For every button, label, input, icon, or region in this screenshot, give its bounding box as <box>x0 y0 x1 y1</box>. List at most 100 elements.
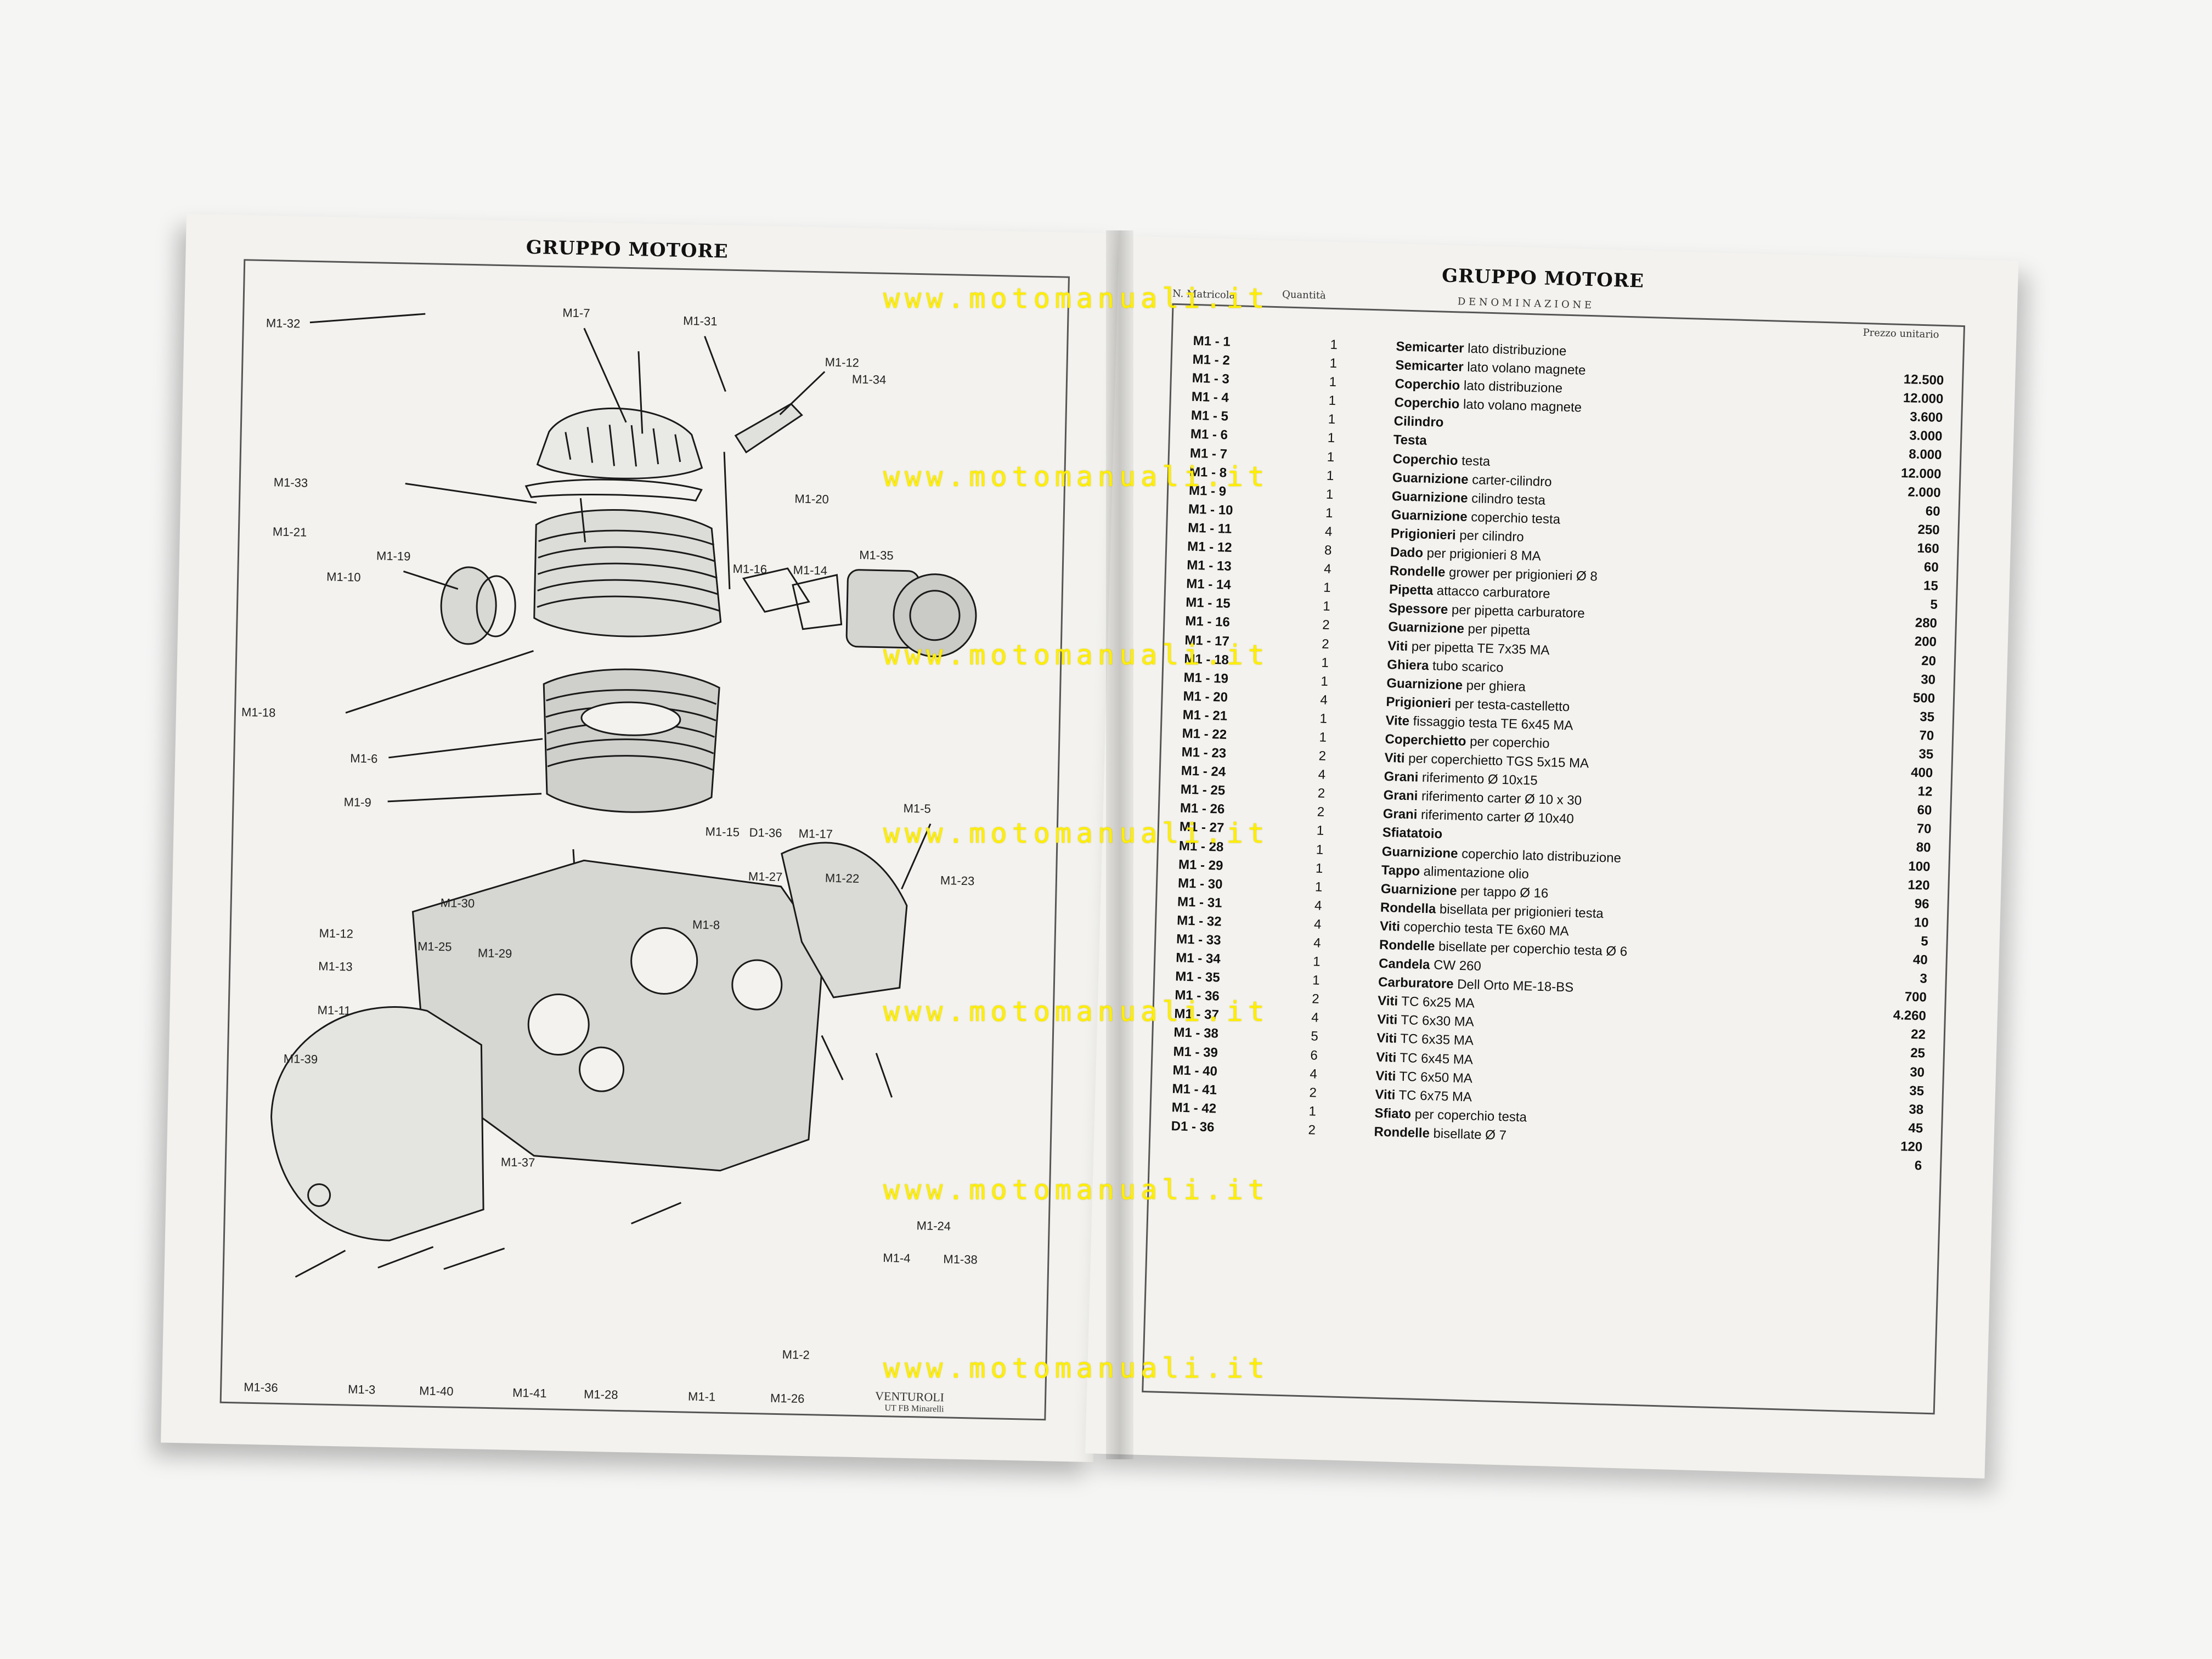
part-detail: per prigionieri 8 MA <box>1423 545 1542 564</box>
head-cover-drawing <box>536 408 703 479</box>
watermark: www.motomanuali.it <box>883 1352 1269 1384</box>
book-spine-shadow <box>1106 230 1133 1459</box>
part-code: M1 - 21 <box>1182 707 1228 724</box>
engine-exploded-diagram: M1-32M1-7M1-31M1-12M1-34M1-33M1-21M1-20M… <box>241 306 978 1406</box>
part-name: Grani <box>1383 806 1418 822</box>
part-detail: alimentazione olio <box>1419 864 1530 882</box>
part-code: M1 - 30 <box>1177 876 1223 892</box>
part-price: 3 <box>1920 971 1928 986</box>
part-name: Sfiatatoio <box>1382 825 1443 842</box>
callout-label: M1-26 <box>770 1391 805 1406</box>
part-name: Guarnizione <box>1386 675 1463 693</box>
part-quantity: 1 <box>1314 879 1323 895</box>
part-code: M1 - 15 <box>1186 595 1231 612</box>
callout-label: M1-24 <box>916 1218 951 1233</box>
part-detail: Dell Orto ME-18-BS <box>1453 977 1574 995</box>
part-code: M1 - 4 <box>1191 390 1229 405</box>
part-detail: carter-cilindro <box>1468 472 1552 489</box>
part-price: 40 <box>1912 952 1928 968</box>
callout-label: M1-31 <box>683 314 718 328</box>
part-price: 60 <box>1923 560 1939 575</box>
part-detail: coperchio lato distribuzione <box>1458 846 1622 866</box>
part-name: Viti <box>1387 638 1408 654</box>
part-code: M1 - 16 <box>1185 614 1231 630</box>
part-price: 3.600 <box>1909 409 1943 426</box>
part-code: M1 - 29 <box>1178 857 1223 873</box>
part-quantity: 2 <box>1317 804 1325 820</box>
part-code: M1 - 26 <box>1180 800 1225 817</box>
part-price: 120 <box>1908 877 1930 893</box>
part-price: 80 <box>1916 840 1931 856</box>
part-detail: TC 6x25 MA <box>1397 994 1475 1011</box>
part-detail: tubo scarico <box>1429 658 1504 675</box>
callout-label: M1-20 <box>794 492 829 506</box>
part-price: 60 <box>1917 803 1932 819</box>
part-name: Viti <box>1377 993 1398 1009</box>
part-detail: per pipetta <box>1464 622 1531 639</box>
part-description: Viti TC 6x45 MA <box>1376 1049 1473 1068</box>
part-detail: lato volano magnete <box>1459 397 1582 415</box>
part-name: Spessore <box>1388 601 1448 618</box>
part-description: Ghiera tubo scarico <box>1387 657 1504 676</box>
carburettor-drawing <box>845 569 977 658</box>
part-code: M1 - 31 <box>1177 894 1222 911</box>
part-description: Tappo alimentazione olio <box>1381 862 1530 882</box>
part-quantity: 4 <box>1313 935 1321 951</box>
part-name: Viti <box>1376 1049 1397 1065</box>
part-code: M1 - 7 <box>1189 445 1228 462</box>
part-detail: attacco carburatore <box>1432 583 1550 602</box>
part-quantity: 1 <box>1321 655 1329 670</box>
part-price: 12 <box>1917 784 1933 799</box>
part-price: 6 <box>1914 1158 1922 1173</box>
header-quantity: Quantità <box>1282 289 1327 302</box>
part-detail: grower per prigionieri Ø 8 <box>1445 565 1598 584</box>
part-quantity: 1 <box>1325 487 1334 502</box>
part-detail: per pipetta TE 7x35 MA <box>1407 639 1550 658</box>
part-quantity: 4 <box>1314 898 1322 913</box>
callout-labels: M1-32M1-7M1-31M1-12M1-34M1-33M1-21M1-20M… <box>241 306 978 1406</box>
header-unit-price: Prezzo unitario <box>1863 326 1939 341</box>
part-description: Prigionieri per cilindro <box>1391 526 1524 545</box>
part-code: M1 - 5 <box>1190 408 1229 425</box>
part-price: 20 <box>1921 653 1937 669</box>
part-price: 700 <box>1904 989 1927 1005</box>
part-detail: per testa-castelletto <box>1451 696 1570 715</box>
crankcase-drawing <box>411 859 825 1172</box>
part-code: M1 - 3 <box>1192 371 1230 387</box>
left-page-title: GRUPPO MOTORE <box>526 236 729 263</box>
part-code: M1 - 10 <box>1188 501 1233 518</box>
part-description: Cilindro <box>1393 414 1443 431</box>
part-price: 60 <box>1925 503 1940 519</box>
part-name: Prigionieri <box>1386 694 1452 712</box>
callout-label: M1-14 <box>793 563 827 577</box>
part-price: 30 <box>1920 672 1936 687</box>
part-code: M1 - 23 <box>1181 744 1227 761</box>
callout-label: M1-6 <box>350 751 378 765</box>
part-quantity: 2 <box>1322 618 1330 633</box>
part-name: Dado <box>1390 545 1424 561</box>
part-quantity: 6 <box>1310 1047 1318 1063</box>
part-price: 4.260 <box>1893 1008 1927 1024</box>
part-quantity: 4 <box>1323 561 1331 577</box>
part-detail: TC 6x45 MA <box>1396 1050 1474 1068</box>
part-name: Viti <box>1379 918 1401 934</box>
part-name: Pipetta <box>1389 582 1434 599</box>
part-quantity: 1 <box>1316 823 1324 839</box>
cylinder-drawing <box>543 668 720 813</box>
part-code: M1 - 12 <box>1187 539 1232 555</box>
part-quantity: 2 <box>1317 786 1325 802</box>
part-quantity: 1 <box>1319 730 1327 745</box>
part-description: Guarnizione per pipetta <box>1388 619 1530 639</box>
part-name: Viti <box>1376 1031 1397 1047</box>
watermark: www.motomanuali.it <box>883 461 1269 493</box>
part-description: Viti TC 6x30 MA <box>1377 1012 1474 1030</box>
part-detail: lato distribuzione <box>1464 341 1567 359</box>
part-quantity: 1 <box>1326 468 1334 483</box>
part-name: Coperchietto <box>1385 731 1466 749</box>
part-code: M1 - 11 <box>1187 520 1232 537</box>
part-name: Guarnizione <box>1392 470 1469 487</box>
cover-magneto-side-drawing <box>781 842 908 998</box>
callout-label: M1-39 <box>284 1052 318 1066</box>
callout-label: M1-12 <box>319 926 353 940</box>
part-name: Coperchio <box>1394 395 1460 412</box>
